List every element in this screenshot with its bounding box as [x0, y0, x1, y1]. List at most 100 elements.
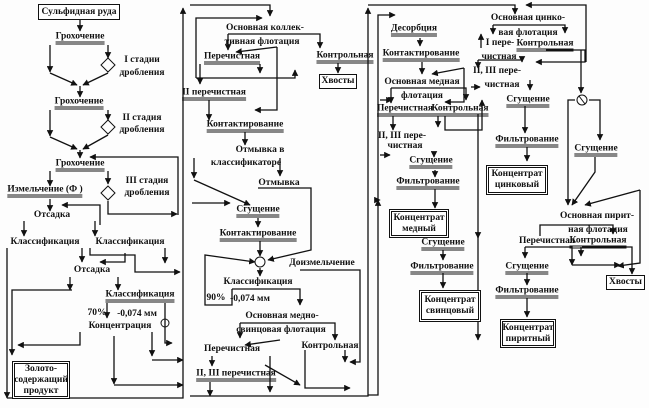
classification-left: Классификация	[10, 237, 80, 247]
concentration: Концентрация	[88, 321, 152, 331]
washing-classifier-2: классификаторе	[210, 158, 282, 168]
py-flotation-2: ная флотация	[568, 225, 628, 235]
flow-line	[377, 11, 396, 200]
flow-line	[304, 350, 351, 392]
gold-product-box: Золото- содержащий продукт	[12, 361, 70, 399]
cu-concentrate-line-2: медный	[402, 223, 436, 234]
flow-line	[589, 99, 604, 141]
mixer-circle	[160, 318, 170, 328]
flow-line	[240, 322, 339, 341]
cu-concentrate-box: Концентрат медный	[389, 209, 449, 238]
zn-cleaner23-2: чистная	[484, 80, 520, 90]
splitter-slash	[578, 95, 586, 105]
flow-line	[584, 189, 641, 207]
cu-flotation-1: Основная медная	[384, 77, 460, 87]
percent-70: 70%	[87, 308, 107, 318]
ore-box: Сульфидная руда	[38, 4, 120, 20]
flow-line	[368, 4, 519, 15]
crusher-diamond	[100, 119, 116, 135]
pb-filtering: Фильтрование	[410, 262, 474, 275]
stage3-label-1: III стадия	[125, 176, 169, 186]
flow-line	[258, 187, 312, 262]
cu-filtering: Фильтрование	[396, 177, 460, 190]
tailings-label-2: Хвосты	[609, 277, 642, 287]
pb-thickening: Сгущение	[421, 238, 465, 251]
flow-line	[8, 289, 72, 356]
stage1-label-2: дробления	[119, 68, 165, 78]
py-cleaner: Перечистная	[519, 236, 575, 246]
screening-1: Грохочение	[55, 32, 105, 45]
crusher-diamond	[100, 57, 116, 73]
flow-line	[190, 7, 372, 397]
thickening-p3: Сгущение	[574, 144, 618, 157]
classification-p2: Классификация	[223, 277, 293, 287]
py-scavenger: Контрольная	[569, 236, 627, 249]
cleaner-3: Перечистная	[204, 344, 260, 354]
zn-concentrate-line-2: цинковый	[494, 180, 540, 190]
flow-line	[17, 332, 81, 349]
flow-line	[7, 7, 187, 399]
gold-product-line-2: содержащий	[14, 374, 68, 385]
gold-product-line-1: Золото-	[24, 363, 58, 374]
flow-line	[300, 269, 361, 366]
flow-line	[535, 49, 586, 66]
tailings-box-2: Хвосты	[606, 275, 645, 290]
flow-line	[82, 72, 109, 86]
cleaner-2: II перечистная	[182, 88, 246, 101]
flow-line	[539, 224, 617, 236]
zn-flotation-1: Основная цинко-	[490, 13, 566, 23]
zn-flotation-2: вая флотация	[498, 28, 558, 38]
tailings-box-1: Хвосты	[319, 74, 357, 89]
flow-line	[254, 47, 278, 114]
tailings-label-1: Хвосты	[321, 76, 355, 86]
flow-line	[617, 190, 641, 269]
percent-90: 90%	[206, 293, 226, 303]
stage1-label-1: I стадии	[124, 55, 160, 65]
flow-line	[228, 33, 324, 49]
pb-concentrate-line-2: свинцовый	[425, 306, 475, 316]
thickening-1: Сгущение	[236, 205, 280, 218]
flow-line	[368, 199, 382, 396]
flow-line	[235, 46, 278, 55]
stage2-label-2: дробления	[119, 125, 165, 135]
cu-pb-flotation-2: свинцовая флотация	[236, 325, 326, 335]
py-flotation-1: Основная пирит-	[560, 211, 634, 221]
size-label-1: -0,074 мм	[117, 309, 157, 319]
zn-concentrate-box: Концентрат цинковый	[486, 165, 548, 195]
gold-product-line-3: продукт	[23, 385, 59, 396]
stage3-label-2: дробления	[124, 188, 170, 198]
flow-line	[193, 179, 251, 206]
zn-scavenger: Контрольная	[516, 39, 574, 52]
zn-concentrate-line-1: Концентрат	[491, 169, 543, 179]
pb-concentrate-box: Концентрат свинцовый	[419, 290, 481, 322]
flow-line	[107, 201, 178, 218]
zn-cleaner1-1: I пере-	[485, 38, 515, 48]
flow-line	[244, 339, 281, 348]
classification-right: Классификация	[95, 237, 165, 247]
conditioning-2: Контактирование	[219, 229, 297, 242]
flow-line	[164, 303, 173, 347]
flow-line	[431, 67, 465, 77]
flow-line	[49, 136, 78, 150]
flow-line	[204, 254, 256, 306]
jigging-2: Отсадка	[73, 265, 111, 275]
ore-label: Сульфидная руда	[41, 6, 117, 17]
classification-3: Классификация	[105, 290, 175, 303]
conditioning-1: Контактирование	[206, 120, 284, 133]
flow-line	[99, 253, 126, 266]
flow-line	[190, 4, 274, 17]
flow-line	[582, 246, 636, 275]
flow-line	[49, 72, 78, 86]
cu-cleaner23-1: II, III пере-	[378, 131, 426, 141]
cu-thickening: Сгущение	[409, 156, 453, 169]
zn-cleaner23-1: II, III пере-	[473, 66, 521, 76]
scavenger-2: Контрольная	[301, 341, 359, 351]
flow-line	[89, 248, 181, 276]
flow-line	[564, 99, 575, 206]
flow-line	[232, 288, 304, 306]
py-concentrate-line-1: Концентрат	[502, 322, 554, 333]
py-concentrate-line-2: пиритный	[505, 333, 551, 344]
flow-line	[82, 134, 109, 150]
jigging-1: Отсадка	[33, 210, 71, 220]
